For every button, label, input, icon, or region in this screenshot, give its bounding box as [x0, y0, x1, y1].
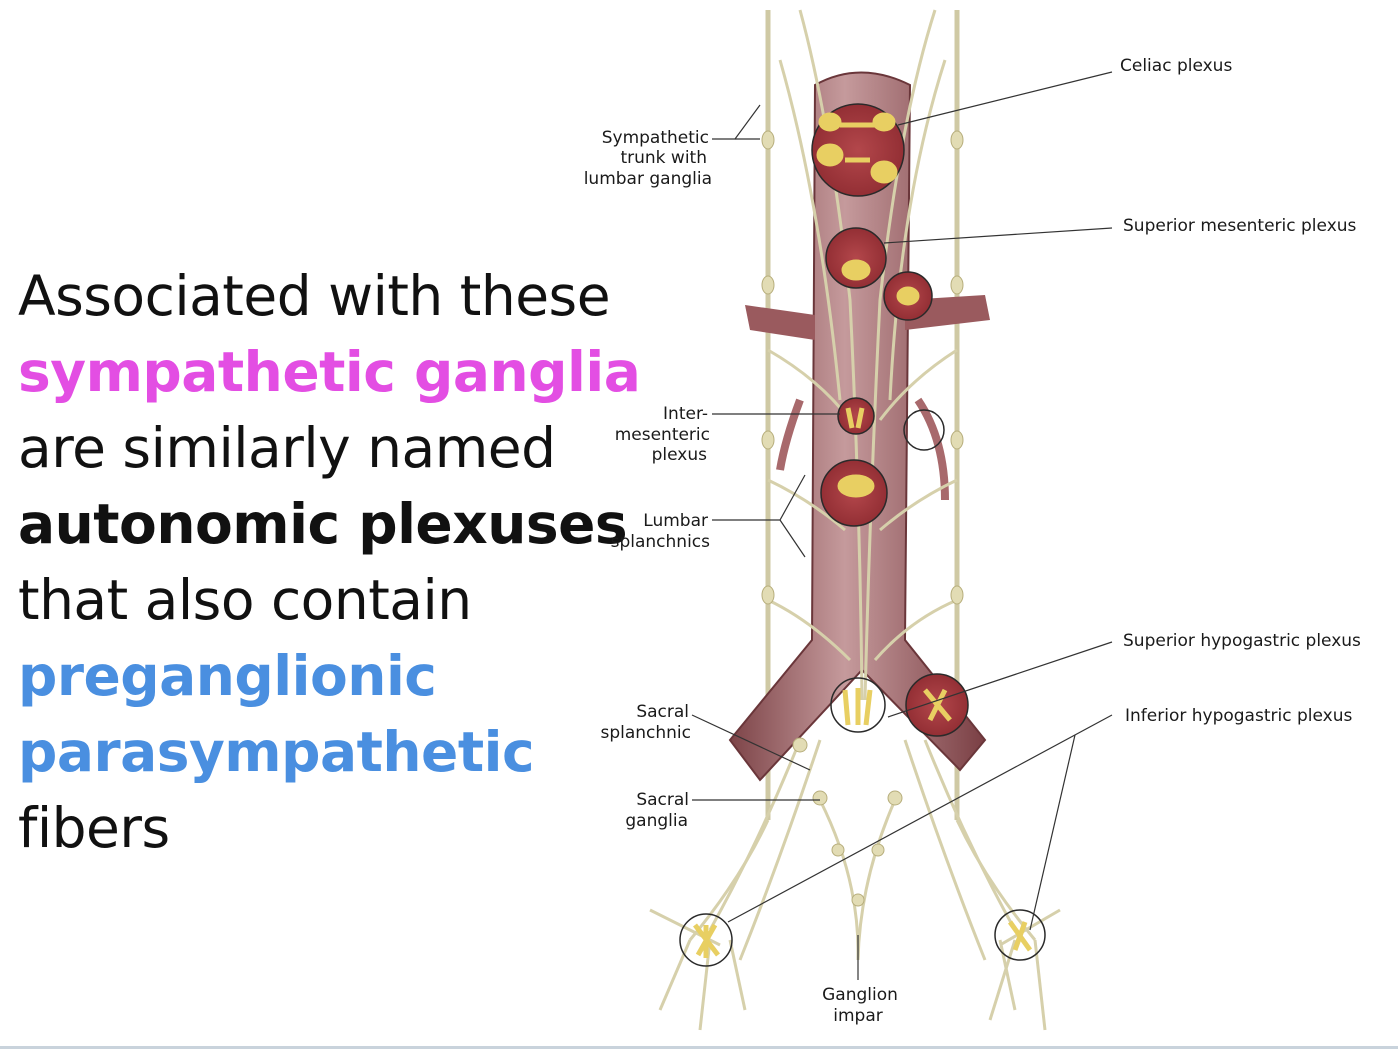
plexus-highlights	[693, 112, 1033, 958]
label-ganglion-impar-2: impar	[833, 1006, 882, 1026]
text-autonomic-plexuses: autonomic plexuses	[18, 492, 628, 556]
label-intermesenteric-2: mesenteric	[615, 425, 710, 445]
label-inferior-hypogastric-plexus: Inferior hypogastric plexus	[1125, 706, 1352, 726]
superior-hypogastric-plexus-circle	[830, 677, 886, 733]
text-sympathetic-ganglia: sympathetic ganglia	[18, 340, 641, 404]
label-sympathetic-trunk-2: trunk with	[620, 148, 707, 168]
intermesenteric-plexus-circle	[837, 397, 875, 435]
text-fibers: fibers	[18, 796, 170, 860]
label-sacral-ganglia-2: ganglia	[625, 811, 688, 831]
inferior-hypogastric-plexus-left-circle	[679, 913, 733, 967]
label-sympathetic-trunk-3: lumbar ganglia	[584, 169, 712, 189]
label-sacral-splanchnic-1: Sacral	[636, 702, 689, 722]
gonadal-plexus-circle	[903, 409, 945, 451]
label-superior-mesenteric-plexus: Superior mesenteric plexus	[1123, 216, 1357, 236]
leader-lines	[691, 71, 1113, 980]
main-text: Associated with these sympathetic gangli…	[18, 258, 641, 866]
label-intermesenteric-1: Inter-	[663, 404, 708, 424]
label-superior-hypogastric-plexus: Superior hypogastric plexus	[1123, 631, 1361, 651]
label-lumbar-splanchnics-1: Lumbar	[643, 511, 708, 531]
text-line-1: Associated with these	[18, 264, 611, 328]
label-sympathetic-trunk-1: Sympathetic	[602, 128, 709, 148]
nerve-network	[649, 9, 1061, 1031]
ganglia-nodes	[761, 130, 964, 907]
label-intermesenteric-3: plexus	[652, 445, 708, 465]
text-line-5: that also contain	[18, 568, 472, 632]
text-line-3: are similarly named	[18, 416, 556, 480]
label-sacral-ganglia-1: Sacral	[636, 790, 689, 810]
label-celiac-plexus: Celiac plexus	[1120, 56, 1232, 76]
text-parasympathetic: parasympathetic	[18, 720, 535, 784]
bottom-divider	[0, 1046, 1398, 1049]
inferior-hypogastric-plexus-right-circle	[994, 909, 1046, 961]
superior-mesenteric-plexus-circle	[825, 227, 887, 289]
text-preganglionic: preganglionic	[18, 644, 437, 708]
label-ganglion-impar-1: Ganglion	[822, 985, 898, 1005]
label-sacral-splanchnic-2: splanchnic	[600, 723, 691, 743]
diagram-labels: Sympathetic trunk with lumbar ganglia Ce…	[584, 56, 1361, 1026]
label-lumbar-splanchnics-2: splanchnics	[611, 532, 711, 552]
